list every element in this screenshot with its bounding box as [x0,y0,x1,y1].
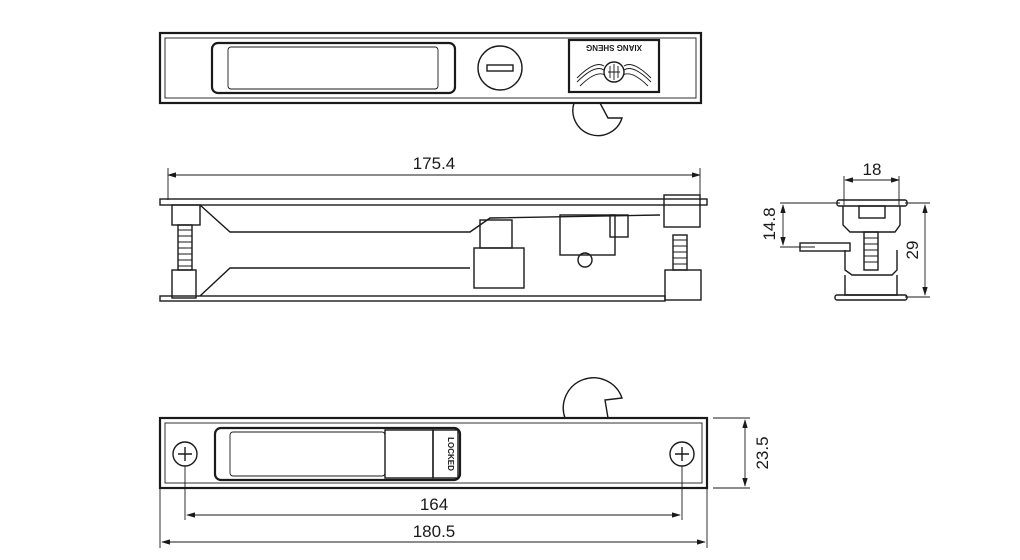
screw-left [172,441,198,467]
logo: XIANG SHENG [567,38,661,94]
svg-text:175.4: 175.4 [413,154,456,173]
svg-text:18: 18 [863,160,882,179]
svg-text:164: 164 [420,495,448,514]
svg-text:XIANG SHENG: XIANG SHENG [586,43,642,52]
key-cylinder [477,45,523,91]
latch-hook [562,377,623,419]
end-view: 18 14.8 29 [760,160,930,301]
side-view: 175.4 [159,154,708,302]
bottom-view: LOCKED 23.5 164 180.5 [158,377,772,548]
svg-text:LOCKED: LOCKED [446,437,455,471]
svg-text:23.5: 23.5 [753,436,772,469]
latch-hook [572,102,623,137]
svg-text:14.8: 14.8 [760,207,779,240]
handle-recess [210,41,457,95]
svg-text:180.5: 180.5 [413,522,456,541]
svg-text:29: 29 [903,241,922,260]
screw-right [669,441,695,467]
top-view: XIANG SHENG [158,31,703,137]
